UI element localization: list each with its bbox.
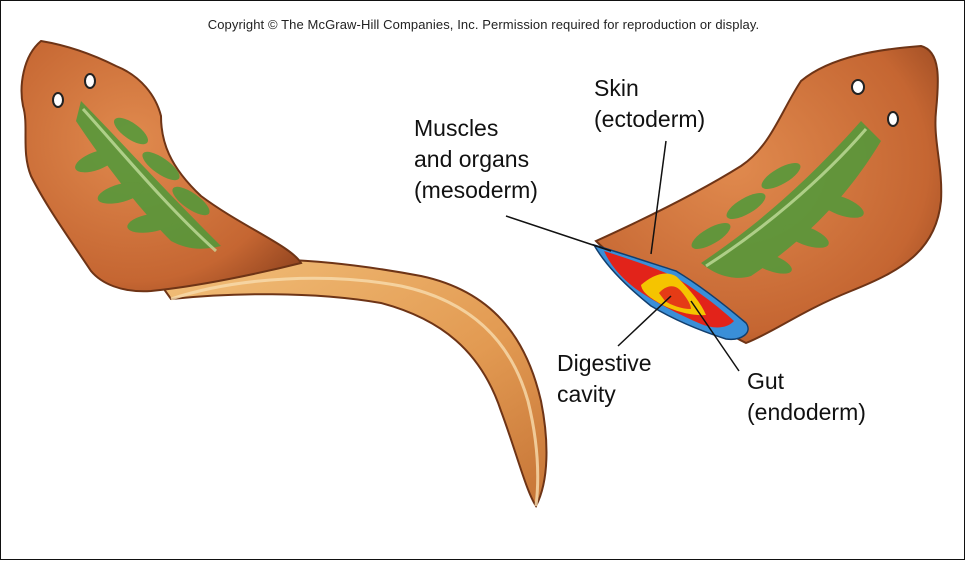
label-muscles-line-2: and organs xyxy=(414,144,538,175)
leader-muscles xyxy=(506,216,611,251)
label-muscles-line-3: (mesoderm) xyxy=(414,175,538,206)
leader-digestive xyxy=(618,296,671,346)
label-skin-line-2: (ectoderm) xyxy=(594,104,705,135)
worm-underside-ribbon xyxy=(151,259,546,506)
label-gut-line-2: (endoderm) xyxy=(747,397,866,428)
label-digestive-line-2: cavity xyxy=(557,379,652,410)
eyespot-left-2 xyxy=(85,74,95,88)
label-gut: Gut (endoderm) xyxy=(747,366,866,428)
label-muscles-line-1: Muscles xyxy=(414,113,538,144)
label-digestive: Digestive cavity xyxy=(557,348,652,410)
label-skin: Skin (ectoderm) xyxy=(594,73,705,135)
label-muscles: Muscles and organs (mesoderm) xyxy=(414,113,538,206)
label-digestive-line-1: Digestive xyxy=(557,348,652,379)
label-gut-line-1: Gut xyxy=(747,366,866,397)
eyespot-right-1 xyxy=(852,80,864,94)
eyespot-left-1 xyxy=(53,93,63,107)
twisted-worm xyxy=(22,41,547,506)
label-skin-line-1: Skin xyxy=(594,73,705,104)
eyespot-right-2 xyxy=(888,112,898,126)
